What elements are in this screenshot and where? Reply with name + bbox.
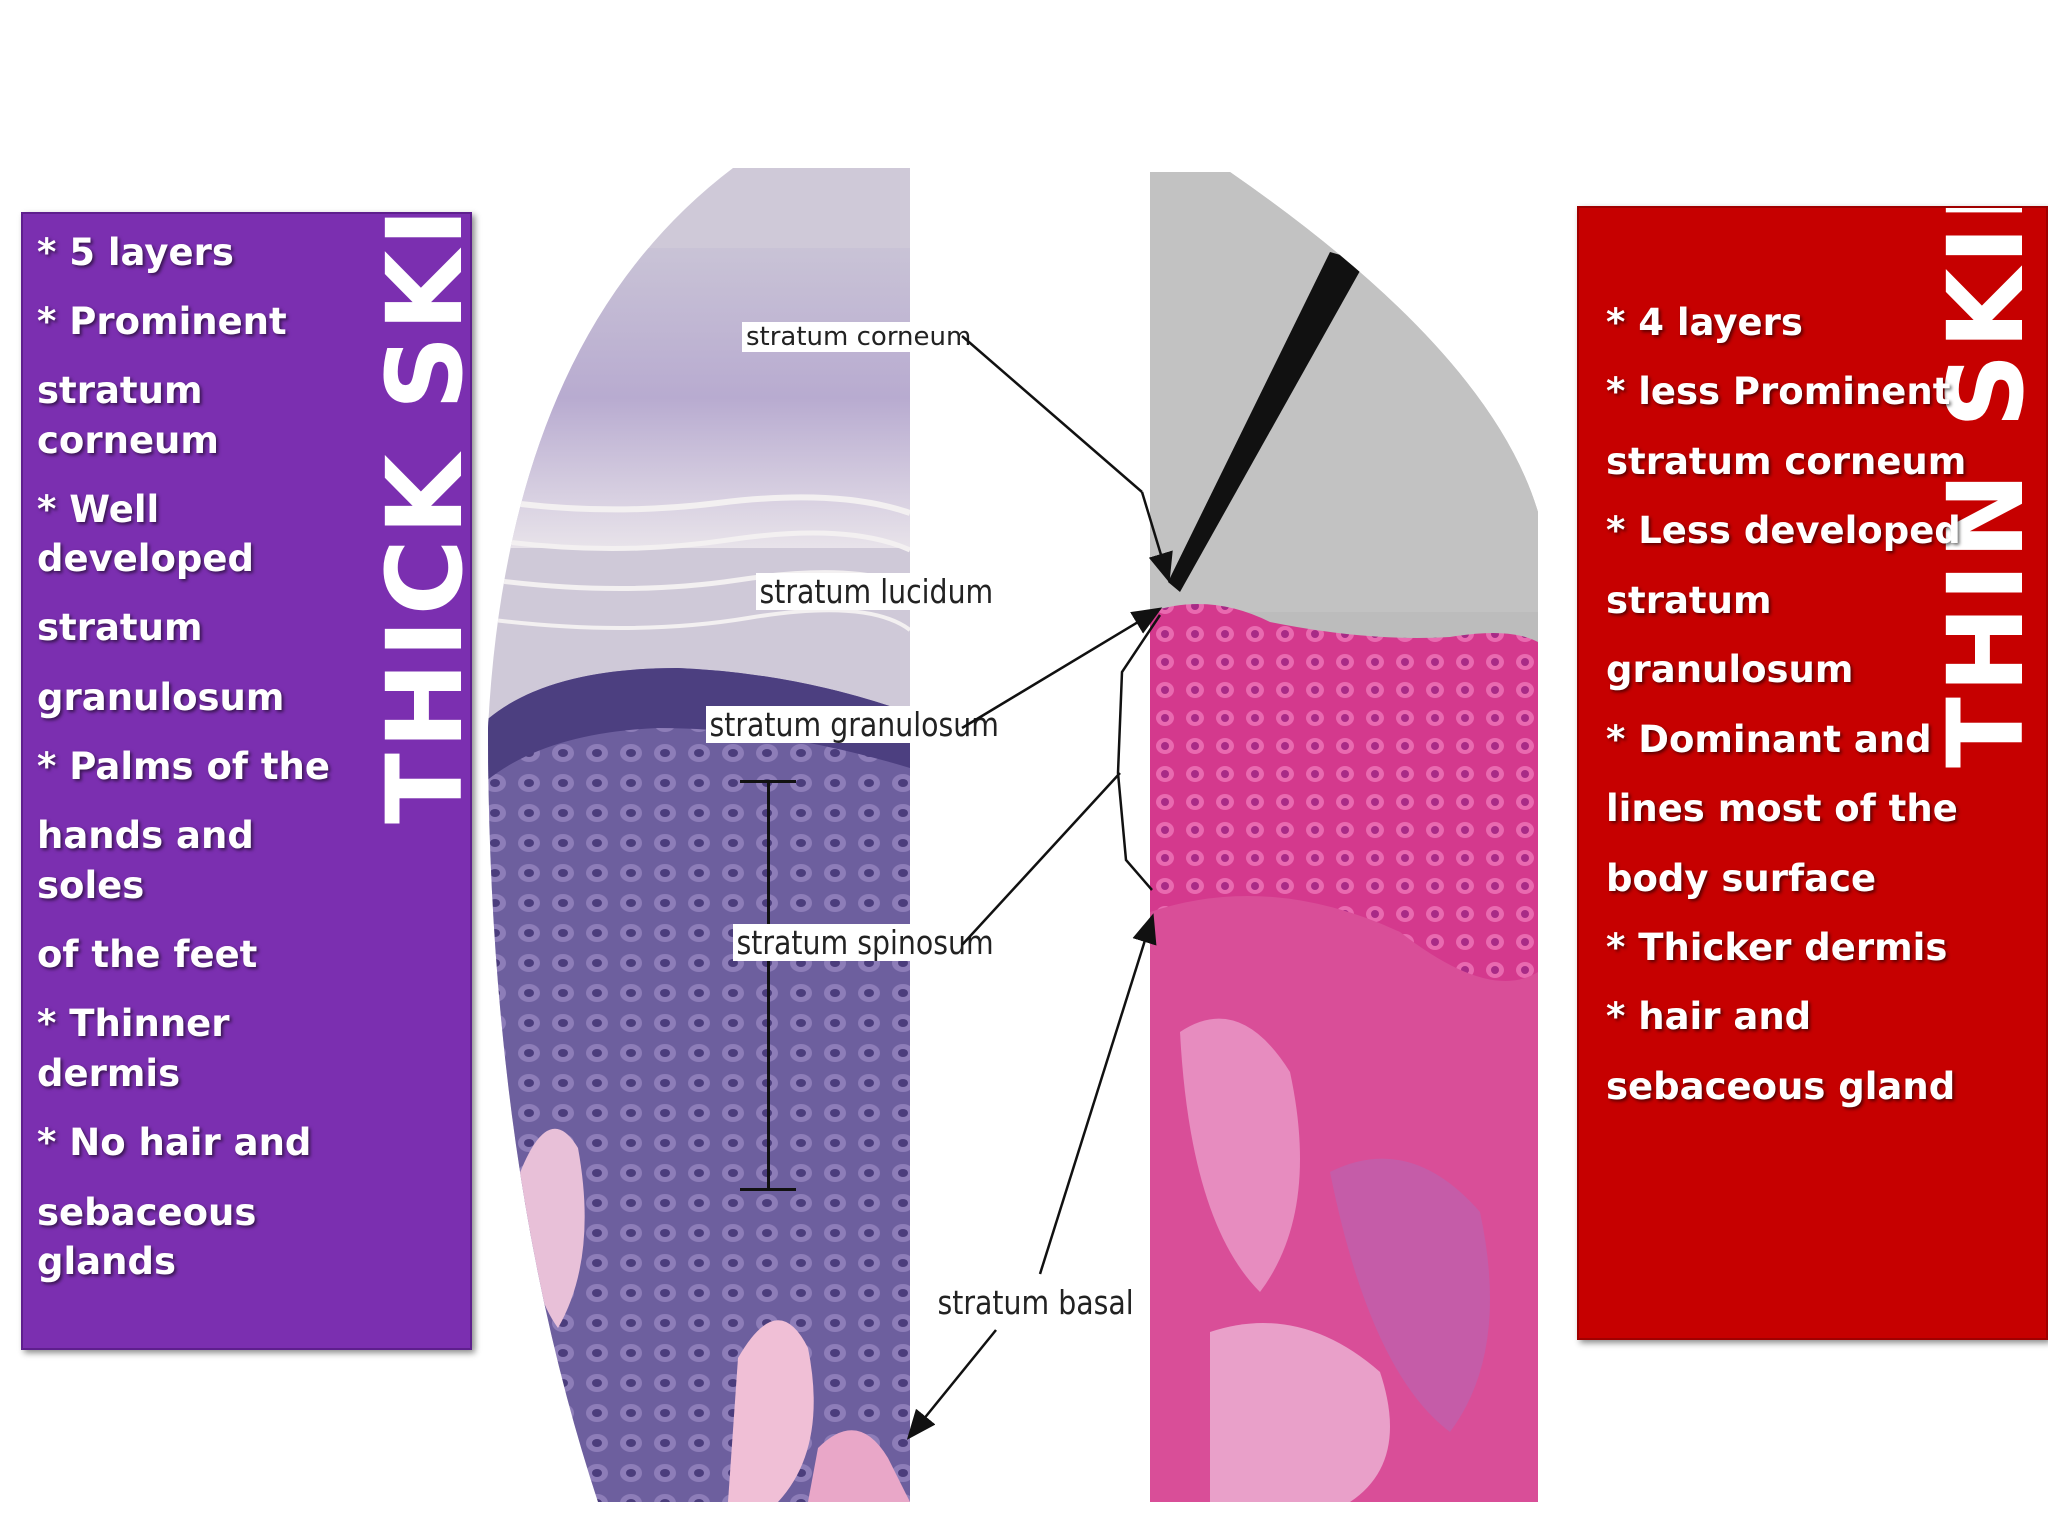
label-stratum-basal: stratum basal [934, 1284, 1138, 1321]
thick-line-12: of the feet [37, 933, 258, 976]
thin-line-10: * Thicker dermis [1606, 926, 1948, 969]
thick-line-2: * Prominent [37, 300, 287, 343]
thick-line-16: sebaceous [37, 1191, 257, 1234]
pointer-spinosum [961, 772, 1121, 946]
thick-line-11: soles [37, 864, 145, 907]
thin-line-5: stratum [1606, 579, 1772, 622]
thin-line-6: granulosum [1606, 648, 1854, 691]
thick-line-7: stratum [37, 606, 203, 649]
thin-line-1: * 4 layers [1606, 301, 1803, 344]
thick-line-3: stratum [37, 369, 203, 412]
thin-skin-micrograph [1150, 172, 1538, 1502]
thick-line-15: * No hair and [37, 1121, 312, 1164]
pointer-corneum [961, 335, 1143, 493]
thick-line-6: developed [37, 537, 254, 580]
thick-skin-title: THICK SKIN [364, 214, 472, 824]
thick-line-4: corneum [37, 419, 219, 462]
thick-line-5: * Well [37, 488, 160, 531]
thin-line-12: sebaceous gland [1606, 1065, 1956, 1108]
thin-line-3: stratum corneum [1606, 440, 1967, 483]
thick-skin-micrograph [488, 168, 910, 1502]
label-stratum-corneum: stratum corneum [742, 322, 976, 352]
thin-line-9: body surface [1606, 857, 1877, 900]
thin-skin-panel: THIN SKIN * 4 layers * less Prominent st… [1577, 206, 2048, 1340]
thick-line-10: hands and [37, 814, 254, 857]
thin-line-4: * Less developed [1606, 509, 1961, 552]
thick-line-14: dermis [37, 1052, 181, 1095]
thin-line-7: * Dominant and [1606, 718, 1932, 761]
thick-line-13: * Thinner [37, 1002, 230, 1045]
thin-line-11: * hair and [1606, 995, 1812, 1038]
thin-skin-title: THIN SKIN [1925, 206, 2047, 768]
label-stratum-lucidum: stratum lucidum [756, 573, 997, 610]
thick-line-8: granulosum [37, 676, 285, 719]
label-stratum-spinosum: stratum spinosum [733, 924, 998, 961]
thick-line-17: glands [37, 1240, 176, 1283]
label-stratum-granulosum: stratum granulosum [706, 706, 1003, 743]
thick-line-9: * Palms of the [37, 745, 330, 788]
thick-skin-panel: THICK SKIN * 5 layers * Prominent stratu… [21, 212, 472, 1350]
pointer-basal-up [1038, 913, 1157, 1275]
thick-line-1: * 5 layers [37, 231, 234, 274]
pointer-basal-down [906, 1329, 997, 1440]
thin-line-2: * less Prominent [1606, 370, 1951, 413]
thin-line-8: lines most of the [1606, 787, 1958, 830]
